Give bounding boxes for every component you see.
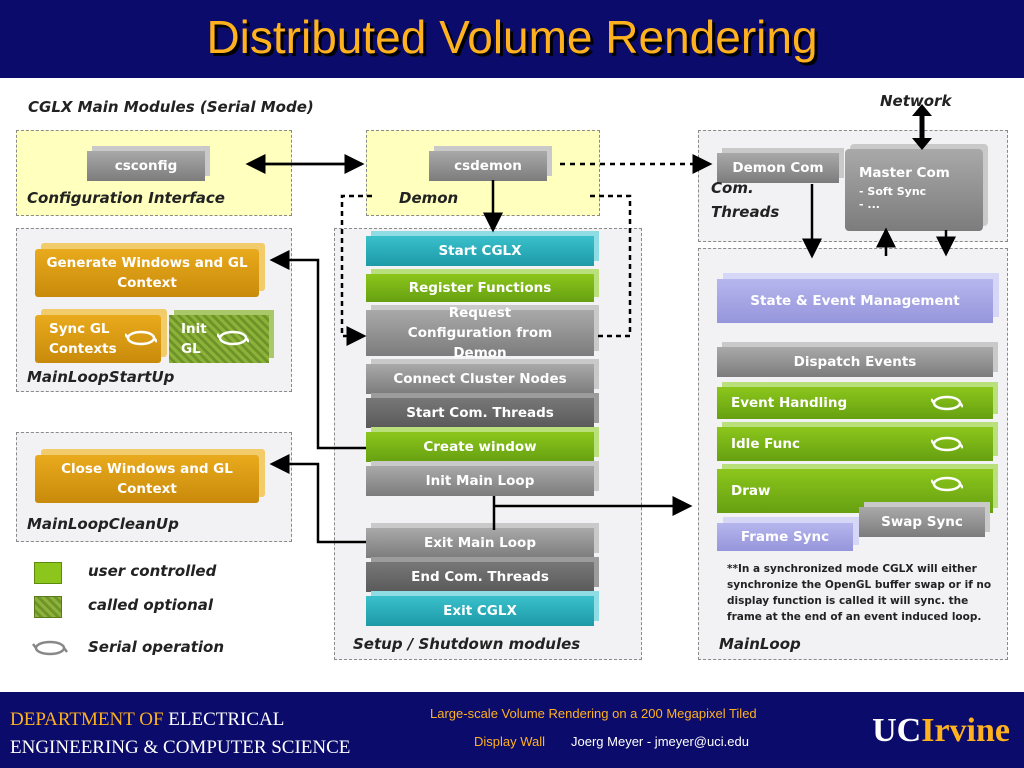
diagram-heading: CGLX Main Modules (Serial Mode) <box>28 98 314 116</box>
event-handling-box: Event Handling <box>717 387 993 419</box>
ellipsis-item: - ... <box>859 198 880 211</box>
threads-label: Threads <box>711 203 780 221</box>
footer: DEPARTMENT OF ELECTRICAL ENGINEERING & C… <box>0 692 1024 768</box>
dispatch-events-box: Dispatch Events <box>717 347 993 377</box>
uci-logo: UCIrvine <box>872 712 1010 750</box>
diagram-canvas: CGLX Main Modules (Serial Mode) Network … <box>0 78 1024 692</box>
sync-note: **In a synchronized mode CGLX will eithe… <box>727 563 992 623</box>
setup-panel-label: Setup / Shutdown modules <box>353 635 581 653</box>
demon-panel-label: Demon <box>399 189 459 207</box>
connector-arrows <box>245 104 956 544</box>
connect-cluster-nodes-box: Connect Cluster Nodes <box>366 364 594 394</box>
frame-sync-box: Frame Sync <box>717 523 853 551</box>
com-label: Com. <box>711 179 754 197</box>
legend-serial-operation: Serial operation <box>88 638 225 656</box>
author-contact: Joerg Meyer - jmeyer@uci.edu <box>571 734 749 749</box>
cycle-icon <box>931 476 963 492</box>
register-functions-box: Register Functions <box>366 274 594 302</box>
startup-panel: Generate Windows and GL Context Sync GL … <box>16 228 292 392</box>
legend-swatch-called-optional <box>34 596 62 618</box>
start-cglx-box: Start CGLX <box>366 236 594 266</box>
csdemon-box: csdemon <box>429 151 547 181</box>
demon-com-box: Demon Com <box>717 153 839 183</box>
soft-sync-label: Soft Sync <box>867 185 927 198</box>
cycle-icon <box>931 395 963 411</box>
dept-part-1: DEPARTMENT OF <box>10 709 164 730</box>
talk-title-line-2: Display Wall <box>474 734 546 749</box>
config-panel: csconfig Configuration Interface <box>16 130 292 216</box>
sync-gl-box: Sync GL Contexts <box>35 315 161 363</box>
department-name: DEPARTMENT OF ELECTRICAL ENGINEERING & C… <box>10 706 350 762</box>
network-label: Network <box>880 92 952 110</box>
csconfig-box: csconfig <box>87 151 205 181</box>
legend-user-controlled: user controlled <box>88 562 217 580</box>
uci-logo-uc: UC <box>872 712 922 749</box>
ellipsis-label: ... <box>867 198 880 211</box>
init-gl-label: Init GL <box>181 321 207 357</box>
close-windows-box: Close Windows and GL Context <box>35 455 259 503</box>
startup-panel-label: MainLoopStartUp <box>27 368 175 386</box>
create-window-box: Create window <box>366 432 594 462</box>
config-panel-label: Configuration Interface <box>27 189 225 207</box>
init-gl-box: Init GL <box>169 315 269 363</box>
slide-title-bar: Distributed Volume Rendering <box>0 0 1024 78</box>
soft-sync-item: - Soft Sync <box>859 185 927 198</box>
talk-title-line-1: Large-scale Volume Rendering on a 200 Me… <box>430 706 757 721</box>
exit-main-loop-box: Exit Main Loop <box>366 528 594 558</box>
mainloop-panel-label: MainLoop <box>719 635 801 653</box>
sync-gl-label: Sync GL Contexts <box>49 321 117 357</box>
idle-func-box: Idle Func <box>717 427 993 461</box>
exit-cglx-box: Exit CGLX <box>366 596 594 626</box>
cleanup-panel: Close Windows and GL Context MainLoopCle… <box>16 432 292 542</box>
start-com-threads-box: Start Com. Threads <box>366 398 594 428</box>
master-com-label: Master Com <box>859 165 950 181</box>
cycle-icon <box>217 330 249 346</box>
cleanup-panel-label: MainLoopCleanUp <box>27 515 179 533</box>
legend-swatch-user-controlled <box>34 562 62 584</box>
end-com-threads-box: End Com. Threads <box>366 562 594 592</box>
com-threads-panel: Demon Com Com. Threads Master Com - Soft… <box>698 130 1008 242</box>
cycle-icon <box>931 436 963 452</box>
dept-part-2: ELECTRICAL <box>168 709 285 730</box>
init-main-loop-box: Init Main Loop <box>366 466 594 496</box>
generate-windows-box: Generate Windows and GL Context <box>35 249 259 297</box>
legend-called-optional: called optional <box>88 596 214 614</box>
cycle-icon <box>125 330 157 346</box>
mainloop-panel: State & Event Management Dispatch Events… <box>698 248 1008 660</box>
uci-logo-irvine: Irvine <box>921 712 1010 749</box>
state-event-box: State & Event Management <box>717 279 993 323</box>
demon-panel: csdemon Demon <box>366 130 600 216</box>
slide-title: Distributed Volume Rendering <box>206 11 818 63</box>
cycle-icon <box>32 640 68 656</box>
dept-part-3: ENGINEERING & COMPUTER SCIENCE <box>10 737 351 758</box>
master-com-box: Master Com - Soft Sync - ... <box>845 149 983 231</box>
swap-sync-box: Swap Sync <box>859 507 985 537</box>
